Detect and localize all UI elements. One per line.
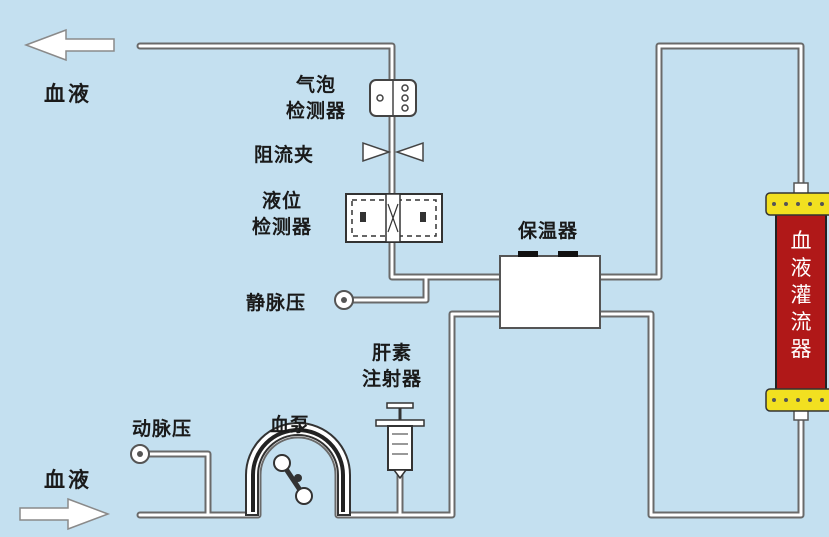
blood-out-label: 血液 [44, 82, 92, 106]
blood-out-arrow [23, 28, 115, 62]
arterial-pressure-label: 动脉压 [132, 418, 193, 440]
bubble-detector-label: 气泡 检测器 [286, 74, 347, 122]
blood-pump-label: 血泵 [270, 414, 311, 436]
blood-pump [245, 422, 351, 516]
tubing [136, 42, 805, 519]
blood-in-arrow [19, 497, 111, 531]
flow-clamp [362, 141, 424, 163]
warmer-box [499, 251, 601, 329]
perfusion-device [765, 182, 829, 421]
heparin-syringe-label: 肝素 注射器 [362, 342, 423, 390]
heparin-syringe [375, 402, 425, 480]
arterial-pressure-gauge [130, 444, 150, 464]
clamp-label: 阻流夹 [254, 144, 315, 166]
level-detector [345, 193, 443, 243]
bubble-detector [369, 79, 417, 117]
level-detector-label: 液位 检测器 [252, 190, 313, 238]
venous-pressure-label: 静脉压 [246, 292, 307, 314]
blood-in-label: 血液 [44, 468, 92, 492]
venous-pressure-gauge [334, 290, 354, 310]
warmer-label: 保温器 [518, 220, 579, 242]
perfusion-device-label: 血液灌流器 [790, 229, 812, 361]
